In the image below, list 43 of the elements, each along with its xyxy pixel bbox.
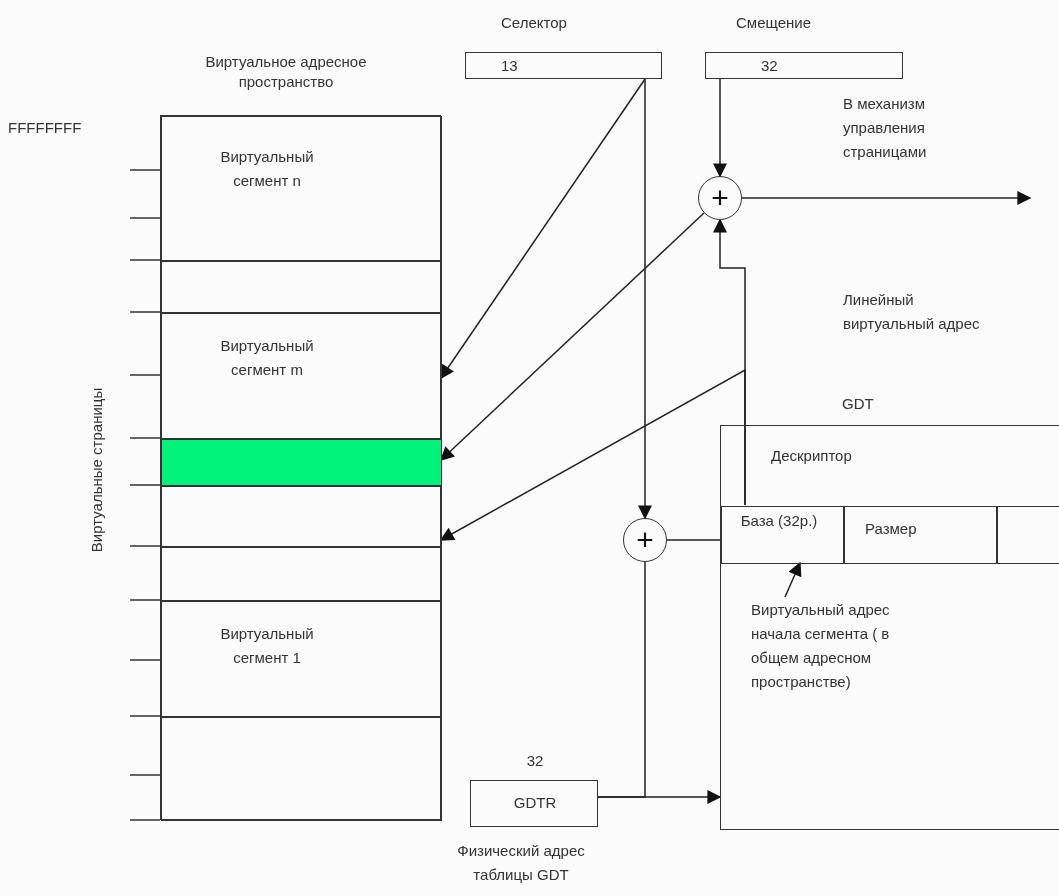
arrow bbox=[784, 561, 802, 598]
address-band bbox=[161, 486, 442, 547]
arrow bbox=[713, 218, 746, 506]
arrow bbox=[440, 78, 646, 380]
axis-label: Виртуальные страницы bbox=[87, 387, 107, 553]
box-label: Виртуальный сегмент m bbox=[219, 336, 315, 380]
edge-label: В механизм управления страницами bbox=[843, 94, 928, 162]
highlighted-page-bar bbox=[161, 439, 442, 486]
box-label: Дескриптор bbox=[771, 446, 852, 466]
heading-label: Смещение bbox=[736, 13, 811, 33]
heading-label: Селектор bbox=[501, 13, 567, 33]
arrow bbox=[638, 78, 652, 520]
caption-text: Физический адрес таблицы GDT bbox=[456, 841, 586, 885]
connector-line bbox=[597, 561, 646, 798]
note-label: Линейный виртуальный адрес bbox=[843, 290, 981, 334]
box-label: База (32р.) bbox=[740, 511, 818, 531]
box-label: Размер bbox=[865, 519, 917, 539]
address-band bbox=[161, 547, 442, 601]
arrow bbox=[440, 212, 705, 461]
address-band bbox=[161, 261, 442, 313]
connector-line bbox=[666, 539, 721, 541]
heading-label: Виртуальное адресное пространство bbox=[204, 52, 368, 92]
table-cell bbox=[844, 506, 997, 564]
segment-box bbox=[161, 313, 442, 439]
box-label: 13 bbox=[501, 56, 518, 76]
note-text: Виртуальный адрес начала сегмента ( в общем адресном пространстве) bbox=[751, 598, 923, 694]
arrow bbox=[439, 368, 746, 541]
box-label: Виртуальный сегмент n bbox=[219, 147, 315, 191]
box-label: 32 bbox=[761, 56, 778, 76]
box-label: GDTR bbox=[512, 793, 558, 813]
table-cell bbox=[997, 506, 1059, 564]
arrow bbox=[713, 78, 727, 178]
heading-label: GDT bbox=[842, 394, 874, 414]
note-label: FFFFFFFF bbox=[8, 118, 82, 138]
heading-label: 32 bbox=[525, 751, 545, 771]
segment-box bbox=[161, 601, 442, 717]
box-label: Виртуальный сегмент 1 bbox=[219, 624, 315, 668]
segment-box bbox=[161, 116, 442, 261]
plus-sign: + bbox=[710, 180, 730, 216]
address-band bbox=[161, 717, 442, 821]
plus-sign: + bbox=[635, 522, 655, 558]
table-cell bbox=[721, 506, 844, 564]
arrow bbox=[741, 191, 1032, 205]
